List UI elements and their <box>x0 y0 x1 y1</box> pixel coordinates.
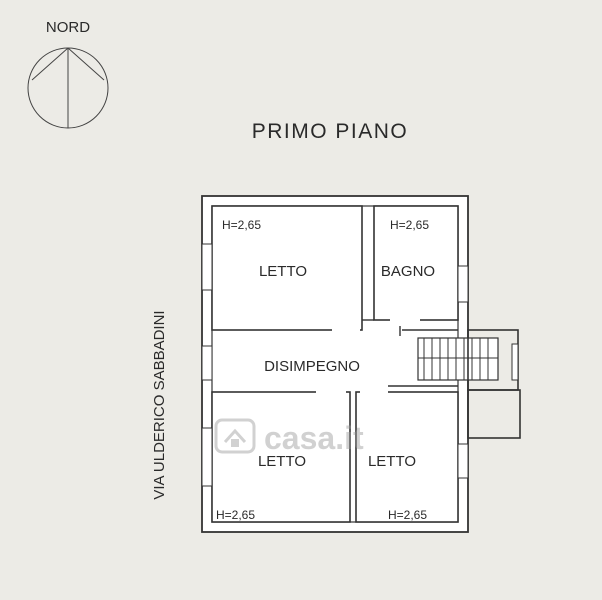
room-letto-bottom-right <box>355 391 459 523</box>
window-bagno <box>457 265 469 303</box>
window-letto-bottom-right <box>457 443 469 479</box>
house-logo-icon <box>214 418 256 454</box>
room-bagno <box>373 205 459 321</box>
tower-window <box>511 343 519 381</box>
height-letto-bottom-left: H=2,65 <box>216 508 255 522</box>
label-disimpegno: DISIMPEGNO <box>264 358 360 375</box>
label-bagno: BAGNO <box>381 263 435 280</box>
street-label: VIA ULDERICO SABBADINI <box>151 310 168 499</box>
compass-arrow-right <box>67 47 105 81</box>
label-letto-bottom-right: LETTO <box>368 453 416 470</box>
windows <box>201 243 469 487</box>
height-letto-bottom-right: H=2,65 <box>388 508 427 522</box>
staircase <box>417 337 499 381</box>
north-label: NORD <box>46 19 90 36</box>
watermark: casa.it <box>214 418 364 456</box>
stair-box <box>417 337 499 381</box>
label-letto-top: LETTO <box>259 263 307 280</box>
tower-lower <box>467 389 521 439</box>
plan-title: PRIMO PIANO <box>252 120 409 143</box>
compass-arrow-left <box>31 47 69 81</box>
watermark-text: casa.it <box>264 420 364 456</box>
door-openings <box>316 318 420 394</box>
label-letto-bottom-left: LETTO <box>258 453 306 470</box>
door-bagno <box>390 318 420 323</box>
window-letto-bottom-left <box>201 427 213 487</box>
stair-tower <box>467 329 521 439</box>
height-bagno: H=2,65 <box>390 218 429 232</box>
door-letto-bottom-left <box>316 389 346 394</box>
door-letto-bottom-right <box>360 389 388 394</box>
window-letto-top <box>201 243 213 291</box>
door-letto-top <box>332 328 360 333</box>
room-letto-top <box>211 205 363 331</box>
height-letto-top: H=2,65 <box>222 218 261 232</box>
stair-treads <box>423 338 489 380</box>
north-compass: NORD <box>27 19 109 129</box>
window-disimpegno <box>201 345 213 381</box>
